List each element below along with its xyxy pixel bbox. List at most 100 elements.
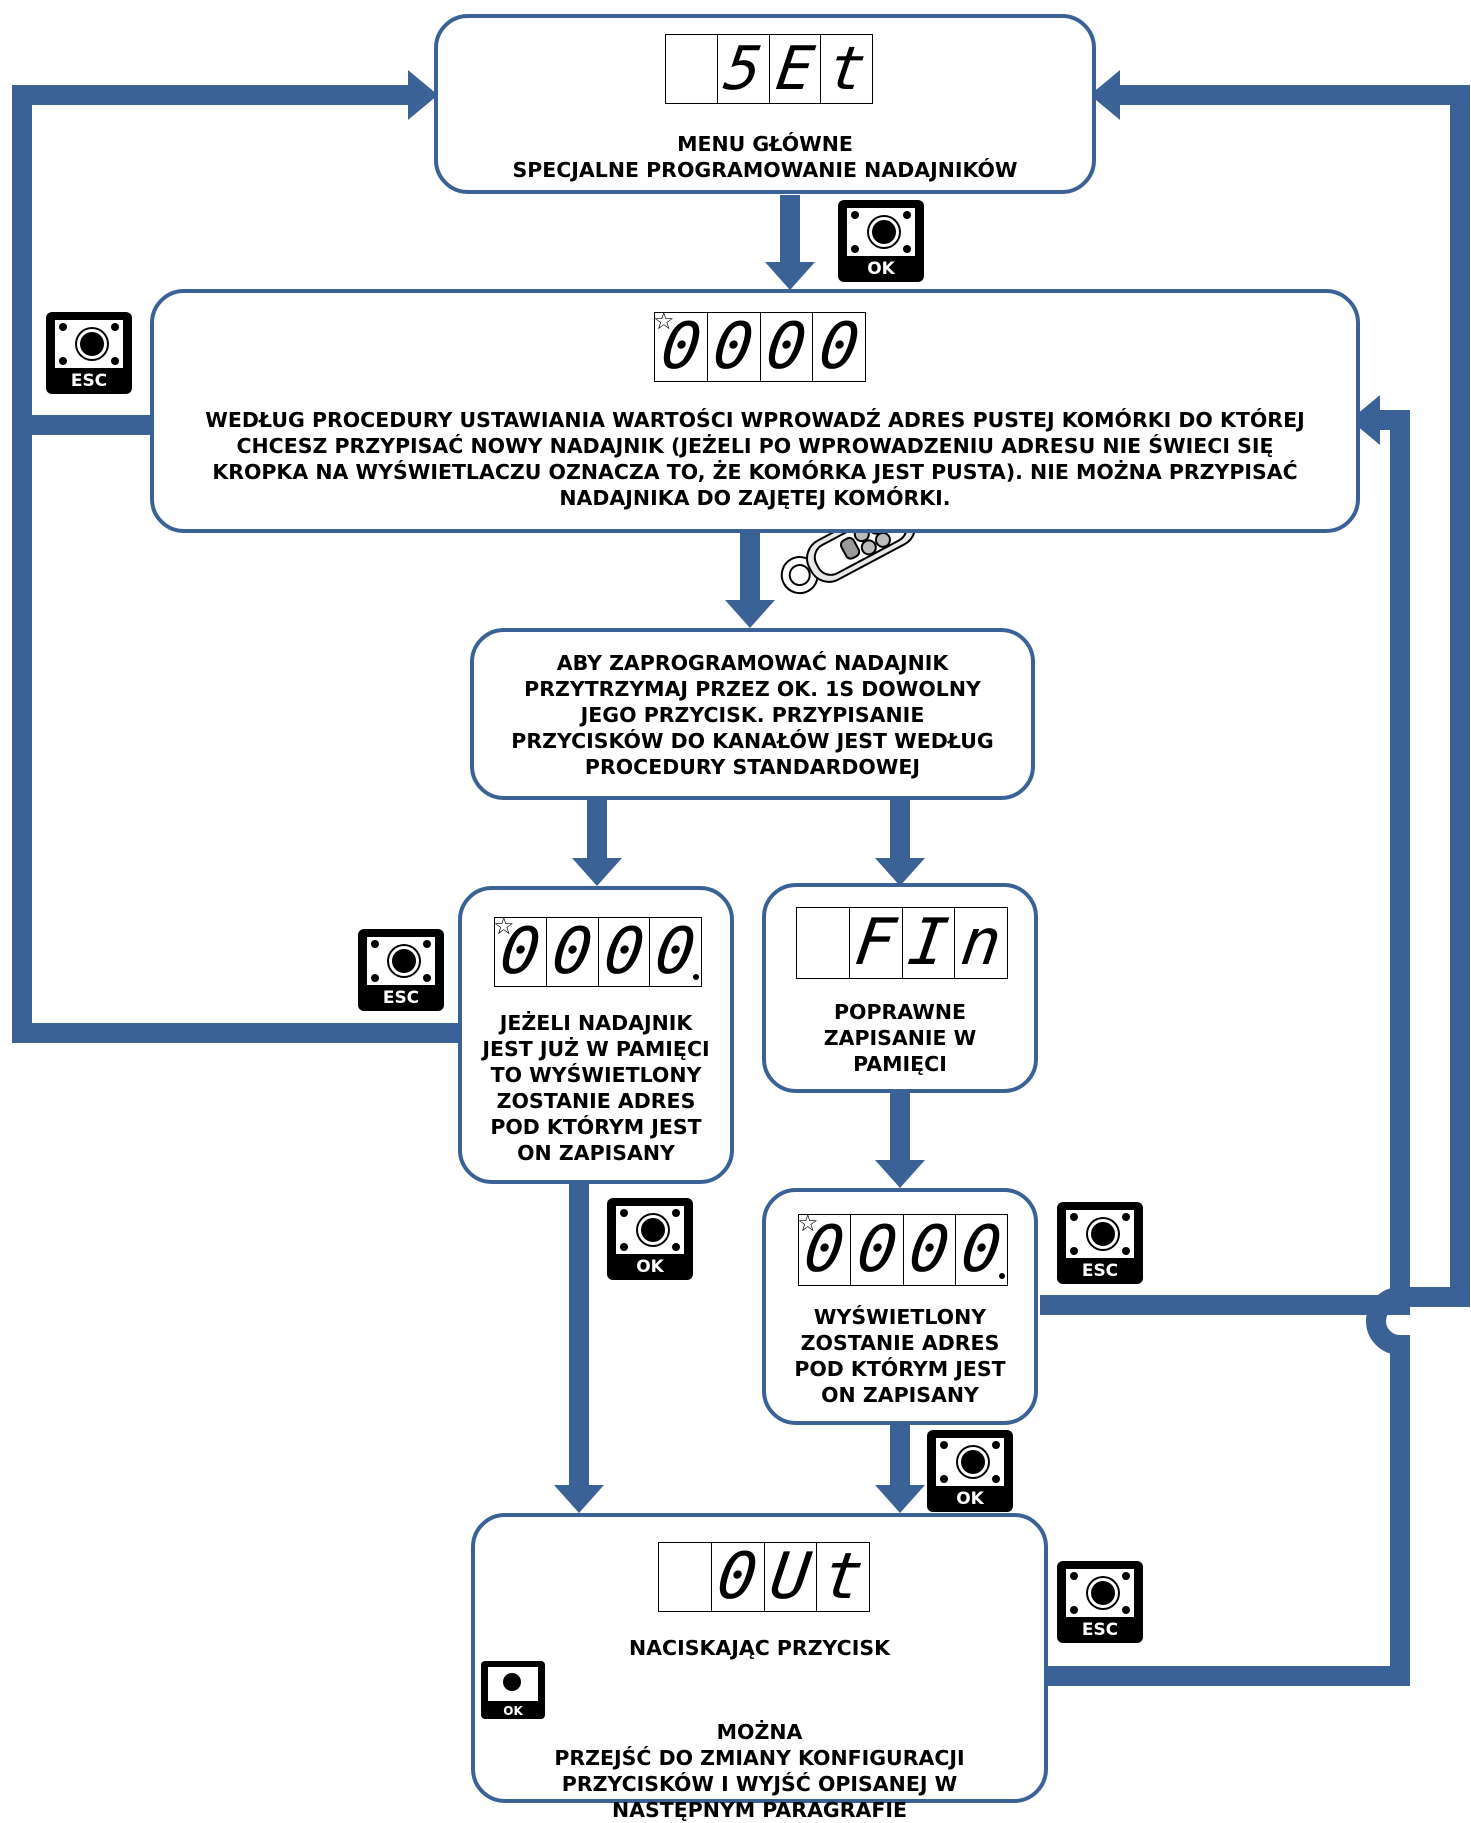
arrowhead-menu-right — [1090, 70, 1120, 120]
text-line: ABY ZAPROGRAMOWAĆ NADAJNIK — [556, 651, 949, 675]
text-line: PRZEJŚĆ DO ZMIANY KONFIGURACJI — [554, 1746, 965, 1770]
already-text: JEŻELI NADAJNIK JEST JUŻ W PAMIĘCI TO WY… — [462, 1010, 730, 1166]
text-line: NACISKAJĄC PRZYCISK — [629, 1636, 890, 1660]
saved-box: ☆0 0 0 0 WYŚWIETLONY ZOSTANIE ADRES POD … — [762, 1188, 1038, 1425]
ok-label: OK — [867, 259, 895, 279]
digit: 0 — [709, 310, 759, 384]
text-line: ZOSTANIE ADRES — [800, 1331, 1000, 1355]
out-box: 0 U t NACISKAJĄC PRZYCISK OK MOŻNA PRZEJ… — [471, 1513, 1048, 1822]
esc-link-saved — [1040, 410, 1410, 1315]
digit: 0 — [852, 1213, 902, 1287]
text-line: NADAJNIKA DO ZAJĘTEJ KOMÓRKI. — [559, 486, 951, 510]
text-line: PRZYTRZYMAJ PRZEZ OK. 1S DOWOLNY — [524, 677, 981, 701]
digit: 0 — [956, 1213, 1006, 1287]
text-line: SPECJALNE PROGRAMOWANIE NADAJNIKÓW — [512, 158, 1018, 182]
esc-button-already[interactable]: ESC — [358, 929, 444, 1011]
arrowhead-address-right — [1350, 395, 1380, 445]
digit: t — [823, 34, 870, 104]
decimal-dot — [999, 1273, 1005, 1279]
digit: 0 — [800, 1213, 850, 1287]
ok-button-already[interactable]: OK — [607, 1198, 693, 1280]
text-line: ZAPISANIE W — [823, 1026, 977, 1050]
digit: 0 — [761, 310, 811, 384]
esc-loop-left — [12, 85, 458, 1043]
already-box: ☆0 0 0 0 JEŻELI NADAJNIK JEST JUŻ W PAMI… — [458, 886, 734, 1184]
arrowhead-fin — [875, 858, 925, 886]
address-text: WEDŁUG PROCEDURY USTAWIANIA WARTOŚCI WPR… — [154, 407, 1356, 511]
esc-button-address[interactable]: ESC — [46, 312, 132, 394]
digit: I — [903, 906, 953, 980]
text-line: NASTĘPNYM PARAGRAFIE — [611, 1798, 908, 1822]
arrowhead-menu-left — [408, 70, 438, 120]
esc-label: ESC — [382, 988, 420, 1008]
decimal-dot — [693, 974, 699, 980]
esc-label: ESC — [1081, 1261, 1119, 1281]
ok-label: OK — [956, 1489, 984, 1509]
out-display: 0 U t — [658, 1540, 870, 1614]
text-line: JEGO PRZYCISK. PRZYPISANIE — [580, 703, 925, 727]
text-line: WYŚWIETLONY — [813, 1305, 987, 1329]
arrowhead-out-left — [554, 1485, 604, 1513]
star-icon: ☆ — [797, 1209, 819, 1237]
already-display: ☆0 0 0 0 — [493, 912, 702, 989]
digit: 5 — [720, 34, 767, 104]
digit: U — [765, 1540, 815, 1614]
star-icon: ☆ — [653, 307, 675, 335]
text-line: MOŻNA — [716, 1720, 803, 1744]
digit: 0 — [495, 915, 545, 989]
ok-button-menu[interactable]: OK — [838, 200, 924, 282]
text-line: TO WYŚWIETLONY — [490, 1063, 702, 1087]
text-line: PAMIĘCI — [853, 1052, 947, 1076]
arrowhead-already — [572, 858, 622, 886]
text-line: PROCEDURY STANDARDOWEJ — [584, 755, 921, 779]
fin-box: F I n POPRAWNE ZAPISANIE W PAMIĘCI — [762, 883, 1038, 1093]
text-line: ON ZAPISANY — [821, 1383, 979, 1407]
saved-text: WYŚWIETLONY ZOSTANIE ADRES POD KTÓRYM JE… — [766, 1304, 1034, 1408]
digit: E — [771, 34, 818, 104]
digit: 0 — [599, 915, 649, 989]
arrowhead-out-right — [875, 1485, 925, 1513]
text-line: JEST JUŻ W PAMIĘCI — [482, 1037, 710, 1061]
digit: F — [851, 906, 901, 980]
arrowhead-program — [725, 600, 775, 628]
out-first-line: NACISKAJĄC PRZYCISK OK MOŻNA — [475, 1635, 1044, 1745]
program-box: ABY ZAPROGRAMOWAĆ NADAJNIK PRZYTRZYMAJ P… — [470, 628, 1035, 800]
text-line: CHCESZ PRZYPISAĆ NOWY NADAJNIK (JEŻELI P… — [236, 434, 1274, 458]
text-line: JEŻELI NADAJNIK — [499, 1011, 693, 1035]
arrowhead-saved — [875, 1160, 925, 1188]
fin-text: POPRAWNE ZAPISANIE W PAMIĘCI — [766, 999, 1034, 1077]
ok-label: OK — [636, 1257, 664, 1277]
digit: 0 — [547, 915, 597, 989]
text-line: POPRAWNE — [834, 1000, 966, 1024]
digit: 0 — [656, 310, 706, 384]
menu-box: 5 E t MENU GŁÓWNE SPECJALNE PROGRAMOWANI… — [434, 14, 1096, 194]
program-text: ABY ZAPROGRAMOWAĆ NADAJNIK PRZYTRZYMAJ P… — [474, 650, 1031, 780]
inline-ok-label: OK — [503, 1704, 523, 1718]
text-line: WEDŁUG PROCEDURY USTAWIANIA WARTOŚCI WPR… — [205, 408, 1305, 432]
inline-ok-button-icon: OK — [481, 1661, 545, 1719]
text-line: PRZYCISKÓW DO KANAŁÓW JEST WEDŁUG — [511, 729, 994, 753]
text-line: PRZYCISKÓW I WYJŚĆ OPISANEJ W — [561, 1772, 958, 1796]
digit: n — [956, 906, 1006, 980]
digit: t — [818, 1540, 868, 1614]
digit: 0 — [713, 1540, 763, 1614]
esc-button-out[interactable]: ESC — [1057, 1561, 1143, 1643]
text-line: POD KTÓRYM JEST — [794, 1357, 1006, 1381]
esc-label: ESC — [70, 371, 108, 391]
text-line: POD KTÓRYM JEST — [490, 1115, 702, 1139]
star-icon: ☆ — [493, 912, 515, 940]
address-box: ☆0 0 0 0 WEDŁUG PROCEDURY USTAWIANIA WAR… — [150, 289, 1360, 533]
digit: 0 — [814, 310, 864, 384]
fin-display: F I n — [796, 906, 1008, 980]
ok-button-saved[interactable]: OK — [927, 1430, 1013, 1512]
text-line: ZOSTANIE ADRES — [496, 1089, 696, 1113]
text-line: ON ZAPISANY — [517, 1141, 675, 1165]
text-line: MENU GŁÓWNE — [677, 132, 853, 156]
menu-text: MENU GŁÓWNE SPECJALNE PROGRAMOWANIE NADA… — [438, 131, 1092, 183]
esc-button-saved[interactable]: ESC — [1057, 1202, 1143, 1284]
esc-label: ESC — [1081, 1620, 1119, 1640]
menu-display: 5 E t — [665, 34, 873, 104]
digit: 0 — [904, 1213, 954, 1287]
address-display: ☆0 0 0 0 — [653, 307, 866, 384]
